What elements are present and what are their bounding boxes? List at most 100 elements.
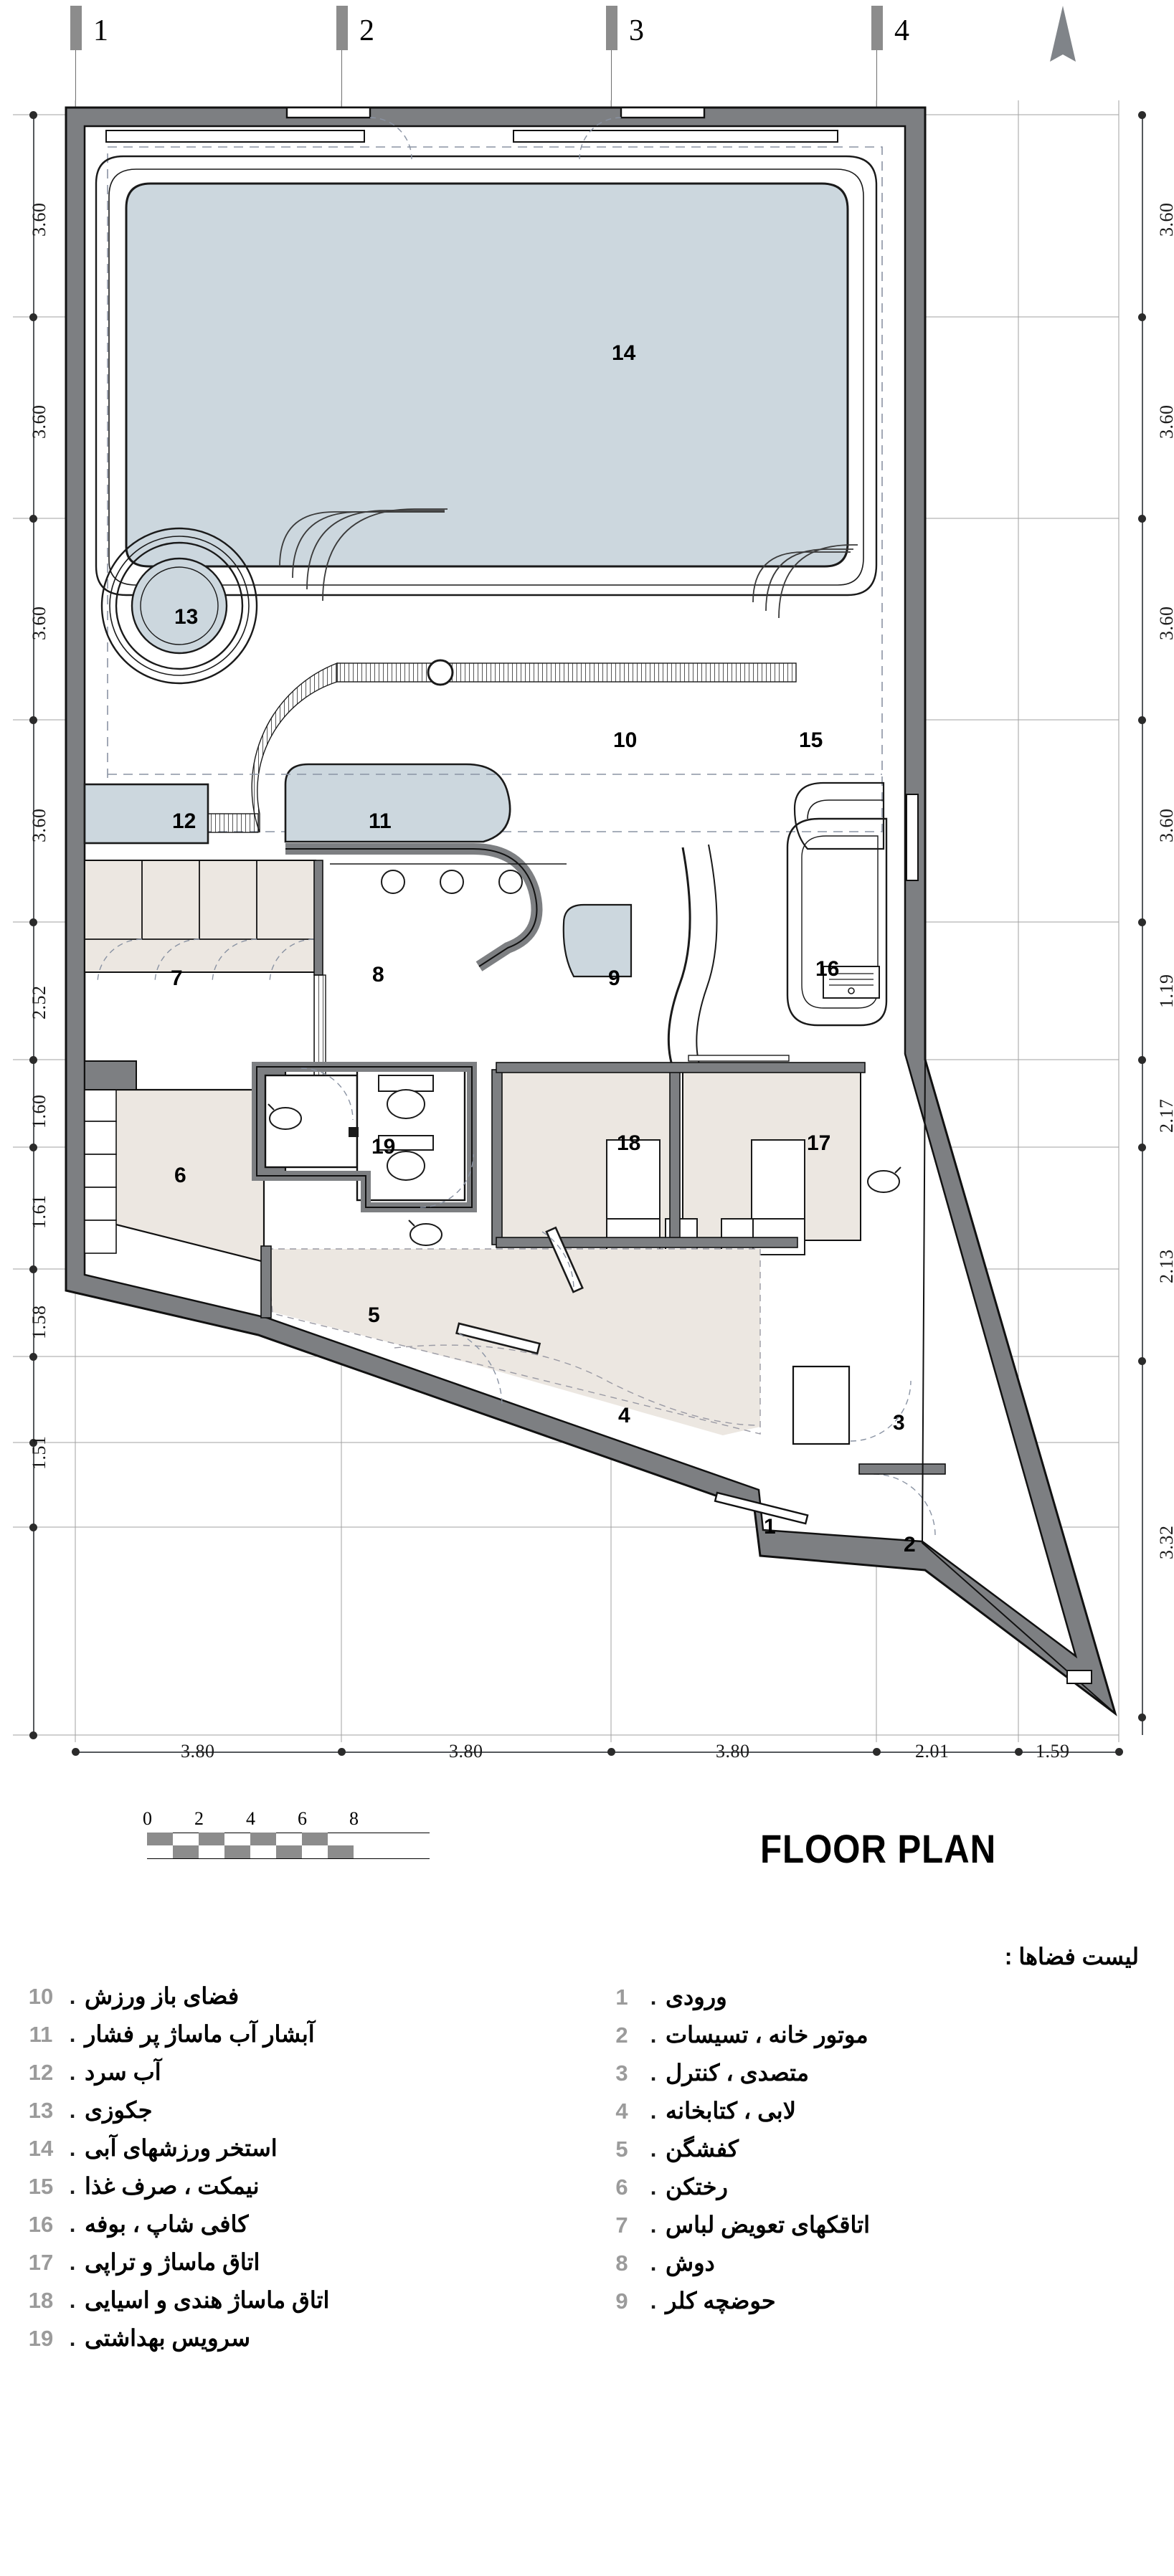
legend-item-number: 8 bbox=[615, 2251, 628, 2276]
legend-item-number: 5 bbox=[615, 2137, 628, 2162]
legend-item-10: 10. فضای باز ورزش bbox=[22, 1982, 567, 2020]
legend-item-7: 7. اتاقکهای تعویض لباس bbox=[602, 2211, 1147, 2249]
legend-item-label: اتاق ماساژ و تراپی bbox=[85, 2249, 260, 2275]
grid-dropline-1 bbox=[75, 50, 76, 115]
legend-item-separator: . bbox=[69, 2326, 76, 2351]
legend-item-label: رختکن bbox=[666, 2174, 728, 2200]
grid-dropline-3 bbox=[611, 50, 612, 115]
legend-item-number: 6 bbox=[615, 2175, 628, 2200]
legend-item-label: نیمکت ، صرف غذا bbox=[85, 2173, 260, 2199]
legend-item-number: 3 bbox=[615, 2061, 628, 2086]
scale-tick-4: 4 bbox=[246, 1808, 255, 1829]
room-number-16: 16 bbox=[815, 957, 840, 981]
plan-geometry bbox=[13, 100, 1119, 1742]
legend-item-separator: . bbox=[69, 2022, 76, 2047]
room-number-5: 5 bbox=[368, 1303, 380, 1327]
room-number-17: 17 bbox=[807, 1131, 831, 1155]
legend-item-label: اتاقکهای تعویض لباس bbox=[666, 2212, 871, 2238]
grid-label-1: 1 bbox=[93, 14, 108, 47]
legend-item-number: 10 bbox=[28, 1984, 54, 2009]
dim-left-4: 3.60 bbox=[29, 808, 49, 843]
dim-right-6: 2.17 bbox=[1156, 1098, 1174, 1133]
room-number-9: 9 bbox=[608, 966, 620, 990]
legend-item-1: 1.ورودی bbox=[602, 1983, 1147, 2021]
room-number-2: 2 bbox=[904, 1533, 916, 1556]
legend-item-4: 4. لابی ، کتابخانه bbox=[602, 2097, 1147, 2135]
legend-item-label: آبشار آب ماساژ پر فشار bbox=[85, 2021, 315, 2047]
dim-left-7: 1.61 bbox=[29, 1194, 49, 1230]
grid-bar-3 bbox=[606, 6, 617, 50]
dim-left-1: 3.60 bbox=[29, 202, 49, 237]
room-number-7: 7 bbox=[171, 966, 183, 990]
legend-item-number: 17 bbox=[28, 2250, 54, 2275]
legend-item-label: دوش bbox=[666, 2250, 715, 2276]
legend-item-label: سرویس بهداشتی bbox=[85, 2325, 250, 2351]
room-number-3: 3 bbox=[893, 1411, 905, 1435]
dim-right-3: 3.60 bbox=[1156, 606, 1174, 641]
legend-item-9: 9.حوضچه کلر bbox=[602, 2287, 1147, 2325]
legend-item-number: 19 bbox=[28, 2326, 54, 2351]
legend-item-separator: . bbox=[69, 2288, 76, 2313]
grid-bar-2 bbox=[336, 6, 348, 50]
legend-item-label: فضای باز ورزش bbox=[85, 1983, 240, 2009]
room-number-13: 13 bbox=[174, 605, 199, 629]
legend-item-6: 6. رختکن bbox=[602, 2173, 1147, 2211]
legend-item-separator: . bbox=[650, 2251, 657, 2276]
grid-dropline-2 bbox=[341, 50, 342, 115]
legend-item-number: 15 bbox=[28, 2174, 54, 2199]
grid-label-4: 4 bbox=[894, 14, 909, 47]
legend-item-separator: . bbox=[69, 2136, 76, 2161]
dim-bottom-2: 3.80 bbox=[449, 1741, 483, 1762]
room-number-10: 10 bbox=[613, 728, 638, 752]
room-number-1: 1 bbox=[764, 1515, 776, 1539]
legend-item-separator: . bbox=[650, 2175, 657, 2200]
legend-item-number: 4 bbox=[615, 2099, 628, 2124]
dim-bottom-5: 1.59 bbox=[1036, 1741, 1070, 1762]
legend-item-number: 7 bbox=[615, 2213, 628, 2238]
legend-item-separator: . bbox=[650, 1985, 657, 2010]
room-number-12: 12 bbox=[172, 809, 197, 833]
legend-item-5: 5.کفشگن bbox=[602, 2135, 1147, 2173]
room-number-14: 14 bbox=[612, 341, 636, 365]
room-number-6: 6 bbox=[174, 1164, 186, 1187]
floor-plan-drawing: 1 2 3 4 bbox=[13, 6, 1174, 1762]
legend-item-separator: . bbox=[650, 2061, 657, 2086]
dim-left-6: 1.60 bbox=[29, 1094, 49, 1129]
legend-item-separator: . bbox=[650, 2099, 657, 2124]
legend-item-13: 13.جکوزی bbox=[22, 2096, 567, 2134]
legend-item-number: 11 bbox=[29, 2022, 53, 2047]
legend-item-separator: . bbox=[69, 2060, 76, 2085]
dim-left-8: 1.58 bbox=[29, 1305, 49, 1340]
page-title: FLOOR PLAN bbox=[760, 1826, 997, 1871]
dim-left-2: 3.60 bbox=[29, 404, 49, 439]
dim-right-8: 3.32 bbox=[1156, 1525, 1174, 1560]
legend-item-2: 2.موتور خانه ، تسیسات bbox=[602, 2021, 1147, 2059]
legend-item-separator: . bbox=[650, 2213, 657, 2238]
dim-left-3: 3.60 bbox=[29, 606, 49, 641]
legend-item-16: 16. کافی شاپ ، بوفه bbox=[22, 2210, 567, 2248]
legend-item-label: لابی ، کتابخانه bbox=[666, 2098, 796, 2124]
scale-tick-6: 6 bbox=[298, 1808, 307, 1829]
legend-item-label: اتاق ماساژ هندی و اسیایی bbox=[85, 2287, 330, 2313]
legend-item-label: کافی شاپ ، بوفه bbox=[85, 2211, 249, 2237]
legend-item-separator: . bbox=[69, 2212, 76, 2237]
legend-item-3: 3.متصدی ، کنترل bbox=[602, 2059, 1147, 2097]
legend-item-label: آب سرد bbox=[85, 2059, 161, 2085]
scale-tick-0: 0 bbox=[143, 1808, 152, 1829]
legend-item-label: حوضچه کلر bbox=[666, 2288, 776, 2314]
north-arrow-icon bbox=[1050, 6, 1076, 62]
legend-item-number: 14 bbox=[28, 2136, 54, 2161]
grid-label-2: 2 bbox=[359, 14, 374, 47]
legend-item-separator: . bbox=[69, 1984, 76, 2009]
legend-item-number: 2 bbox=[615, 2023, 628, 2048]
legend-item-number: 16 bbox=[28, 2212, 54, 2237]
legend-item-15: 15.نیمکت ، صرف غذا bbox=[22, 2172, 567, 2210]
legend-item-separator: . bbox=[69, 2250, 76, 2275]
room-number-15: 15 bbox=[799, 728, 823, 752]
room-number-11: 11 bbox=[369, 809, 392, 833]
grid-label-3: 3 bbox=[629, 14, 644, 47]
dim-right-7: 2.13 bbox=[1156, 1249, 1174, 1284]
legend-item-label: کفشگن bbox=[666, 2136, 739, 2162]
dim-bottom-1: 3.80 bbox=[181, 1741, 215, 1762]
